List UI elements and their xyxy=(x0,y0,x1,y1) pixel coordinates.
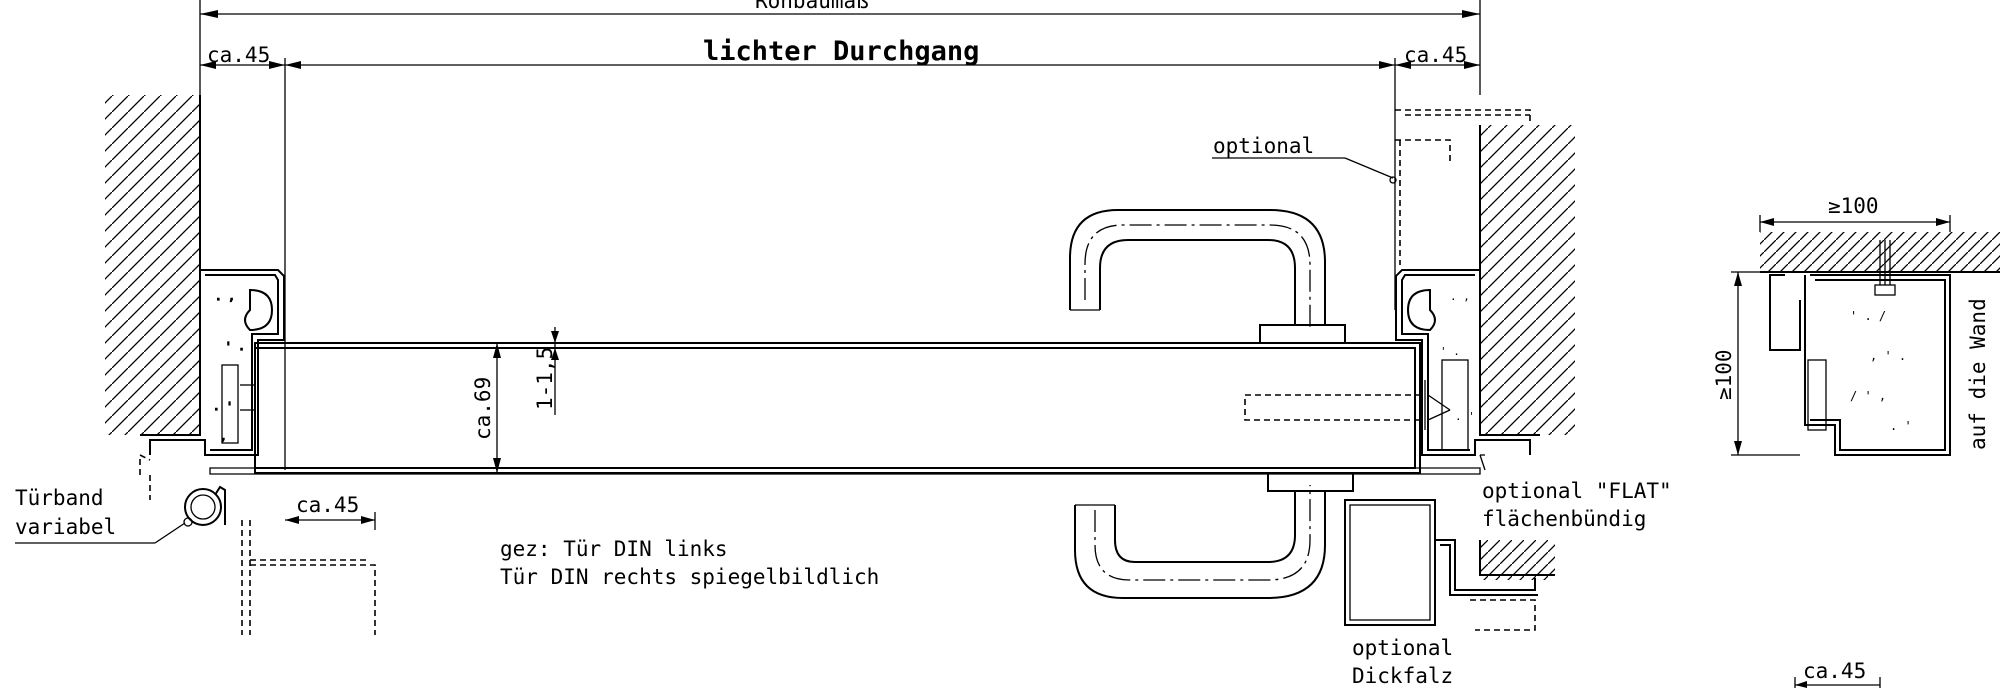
lock-bolt xyxy=(1244,380,1451,430)
svg-text:. ': . ' xyxy=(1455,410,1475,423)
optional-flat-detail: optional "FLAT" flächenbündig xyxy=(1479,454,1672,531)
door-leaf xyxy=(209,342,1481,475)
right-frame: . , ' . . ' xyxy=(1395,269,1531,456)
svg-text:, ' .: , ' . xyxy=(1870,349,1906,363)
svg-text:. ,: . , xyxy=(215,290,235,303)
lichter-durchgang-label: lichter Durchgang xyxy=(703,36,979,67)
flat-line2: flächenbündig xyxy=(1482,507,1646,531)
right-wall xyxy=(1479,125,1575,436)
seal-gap-label: 1-1,5 xyxy=(533,347,557,410)
rohbaumass-label: Rohbaumaß xyxy=(755,0,869,13)
ca45-top-left-label: ca.45 xyxy=(207,43,270,67)
upper-door-handle xyxy=(1069,209,1346,344)
ca45-detail-label: ca.45 xyxy=(1803,659,1866,683)
svg-text:' .: ' . xyxy=(225,340,245,353)
svg-text:. ': . ' xyxy=(213,400,233,413)
svg-text:. ': . ' xyxy=(1890,419,1912,433)
rohbaumass-dimension: Rohbaumaß xyxy=(199,0,1481,95)
ca45-top-right-label: ca.45 xyxy=(1404,43,1467,67)
door-hinge: Türband variabel xyxy=(15,453,226,544)
tuerband-line2: variabel xyxy=(15,515,116,539)
seal-gap-dimension: 1-1,5 xyxy=(533,327,559,415)
gez-line1: gez: Tür DIN links xyxy=(500,537,728,561)
svg-text:. ,: . , xyxy=(1450,290,1470,303)
lichter-durchgang-dimension: lichter Durchgang ca.45 ca.45 xyxy=(199,20,1480,470)
surface-mount-detail: ' . / , ' . / ' , . ' ≥100 ≥100 auf die … xyxy=(1712,194,2000,688)
left-wall xyxy=(105,95,201,436)
open-door-swing: ca.45 xyxy=(241,493,376,635)
ge100-side-label: ≥100 xyxy=(1712,349,1736,400)
svg-text:/ ' ,: / ' , xyxy=(1850,389,1886,403)
drawing-note: gez: Tür DIN links Tür DIN rechts spiege… xyxy=(500,537,879,589)
thickness-dimension: ca.69 xyxy=(471,343,501,473)
svg-text:' . /: ' . / xyxy=(1850,309,1886,323)
ca69-label: ca.69 xyxy=(471,377,495,440)
optional-frame-extension: optional xyxy=(1212,109,1531,265)
ge100-top-label: ≥100 xyxy=(1828,194,1879,218)
right-frame-filling: . , ' . . ' xyxy=(1440,290,1475,423)
left-frame-filling: . , ' . . ' , xyxy=(212,289,245,443)
optional-label: optional xyxy=(1213,134,1314,158)
lower-door-handle xyxy=(1074,472,1354,599)
svg-text:' .: ' . xyxy=(1440,345,1460,358)
dickfalz-line1: optional xyxy=(1352,636,1453,660)
dickfalz-line2: Dickfalz xyxy=(1352,664,1453,688)
svg-text:,: , xyxy=(220,430,227,443)
left-frame: . , ' . . ' , xyxy=(149,269,285,456)
optional-dickfalz-detail: optional Dickfalz xyxy=(1344,499,1555,688)
ca45-bottom-left-label: ca.45 xyxy=(296,493,359,517)
auf-die-wand-label: auf die Wand xyxy=(1966,298,1990,450)
detail-filling: ' . / , ' . / ' , . ' xyxy=(1850,309,1912,433)
gez-line2: Tür DIN rechts spiegelbildlich xyxy=(500,565,879,589)
flat-line1: optional "FLAT" xyxy=(1482,479,1672,503)
tuerband-line1: Türband xyxy=(15,486,104,510)
